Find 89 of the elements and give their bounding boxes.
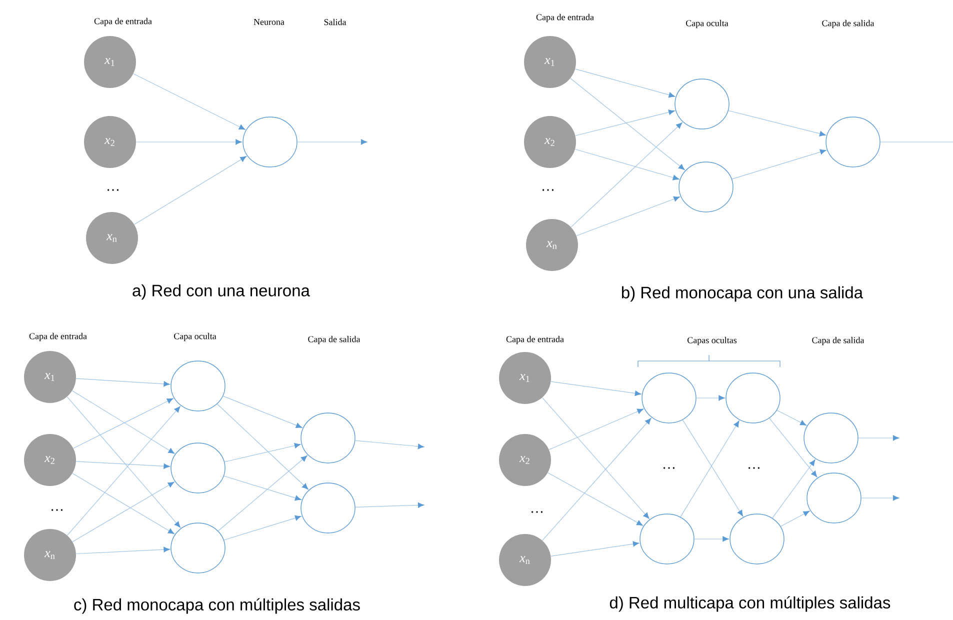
input-neuron: x$_{n}$ xyxy=(526,219,578,271)
input-neuron: x$_{2}$ xyxy=(84,116,136,168)
connection-arrow xyxy=(224,442,301,462)
input-neuron: x$_{2}$ xyxy=(524,116,576,168)
connection-arrow xyxy=(355,502,424,508)
connection-arrow xyxy=(72,390,175,454)
panel-caption: b) Red monocapa con una salida xyxy=(622,286,864,302)
connection-arrow xyxy=(76,378,170,387)
ellipsis: … xyxy=(542,189,554,191)
layer-title: Capa de salida xyxy=(812,336,864,346)
panel-caption: a) Red con una neurona xyxy=(132,284,310,300)
neuron-circle xyxy=(678,162,734,212)
layer-title: Salida xyxy=(324,18,346,26)
input-neuron: x$_{2}$ xyxy=(499,434,551,486)
connection-arrow xyxy=(354,440,424,450)
neuron-circle xyxy=(170,522,226,574)
connection-arrow xyxy=(772,460,816,518)
connection-arrow xyxy=(858,435,900,441)
input-neuron: x$_{1}$ xyxy=(24,351,76,403)
connection-arrow xyxy=(548,408,644,450)
layer-title: Capa de entrada xyxy=(94,18,152,26)
connection-arrow xyxy=(134,156,246,225)
connection-arrow xyxy=(222,396,302,428)
ellipsis: … xyxy=(532,511,543,513)
connection-arrow xyxy=(548,472,643,526)
input-neuron: x$_{1}$ xyxy=(84,36,136,88)
connection-arrow xyxy=(574,148,680,180)
connection-arrow xyxy=(728,110,826,136)
connection-arrow xyxy=(72,473,174,534)
input-neuron: x$_{n}$ xyxy=(24,529,76,581)
connection-arrow xyxy=(297,139,368,145)
connection-arrow xyxy=(576,196,680,236)
connection-arrow xyxy=(570,122,682,228)
input-neuron: x$_{2}$ xyxy=(24,434,76,486)
layer-title: Capa de salida xyxy=(308,336,360,344)
ellipsis: … xyxy=(108,189,119,191)
connection-arrow xyxy=(575,110,675,136)
layer-title: Capa oculta xyxy=(686,20,728,28)
layer-title: Capa de salida xyxy=(822,20,874,28)
connection-arrow xyxy=(73,398,174,449)
neuron-circle xyxy=(640,514,694,564)
neuron-circle xyxy=(826,116,880,168)
connection-arrow xyxy=(696,395,725,401)
input-neuron: x$_{1}$ xyxy=(499,352,551,404)
ellipsis: … xyxy=(748,467,760,469)
connection-arrow xyxy=(570,78,685,170)
connection-arrow xyxy=(133,73,246,130)
connection-arrow xyxy=(542,397,650,519)
connection-arrow xyxy=(769,418,818,478)
input-neuron: x$_{n}$ xyxy=(86,212,138,264)
connection-arrow xyxy=(76,546,170,554)
connection-arrow xyxy=(776,410,806,426)
layer-title: Capa oculta xyxy=(174,332,216,342)
input-neuron: x$_{n}$ xyxy=(499,534,551,586)
neuron-circle xyxy=(242,116,298,168)
panel-caption: c) Red monocapa con múltiples salidas xyxy=(74,598,360,614)
neuron-circle xyxy=(300,412,356,464)
connection-arrow xyxy=(550,541,640,556)
neuron-circle xyxy=(170,442,226,494)
connection-arrow xyxy=(694,536,729,542)
layer-title: Neurona xyxy=(254,19,284,25)
neuron-circle xyxy=(170,360,226,412)
connection-arrow xyxy=(550,381,642,396)
neuron-circle xyxy=(300,482,356,534)
neuron-circle xyxy=(674,78,730,130)
connection-arrow xyxy=(780,510,810,527)
layer-title: Capas ocultas xyxy=(688,336,737,346)
ellipsis: … xyxy=(664,467,675,469)
neuron-circle xyxy=(806,472,862,524)
neuron-circle xyxy=(726,372,780,424)
neuron-circle xyxy=(804,412,858,464)
layer-title: Capa de entrada xyxy=(29,332,87,342)
ellipsis: … xyxy=(52,509,63,511)
connection-arrow xyxy=(76,461,170,469)
neuron-circle xyxy=(642,372,696,424)
connection-arrow xyxy=(732,149,826,180)
connection-arrow xyxy=(216,404,308,490)
layer-title: Capa de entrada xyxy=(536,14,594,22)
connection-arrow xyxy=(218,456,308,532)
connection-arrow xyxy=(224,515,302,540)
connection-arrow xyxy=(136,139,242,145)
connection-arrow xyxy=(542,418,652,541)
neuron-circle xyxy=(730,514,784,564)
connection-arrow xyxy=(861,495,900,501)
panel-caption: d) Red multicapa con múltiples salidas xyxy=(610,596,890,612)
connection-arrow xyxy=(574,68,676,98)
connection-arrow xyxy=(224,476,302,501)
connection-arrow xyxy=(72,482,174,542)
input-neuron: x$_{1}$ xyxy=(524,36,576,88)
